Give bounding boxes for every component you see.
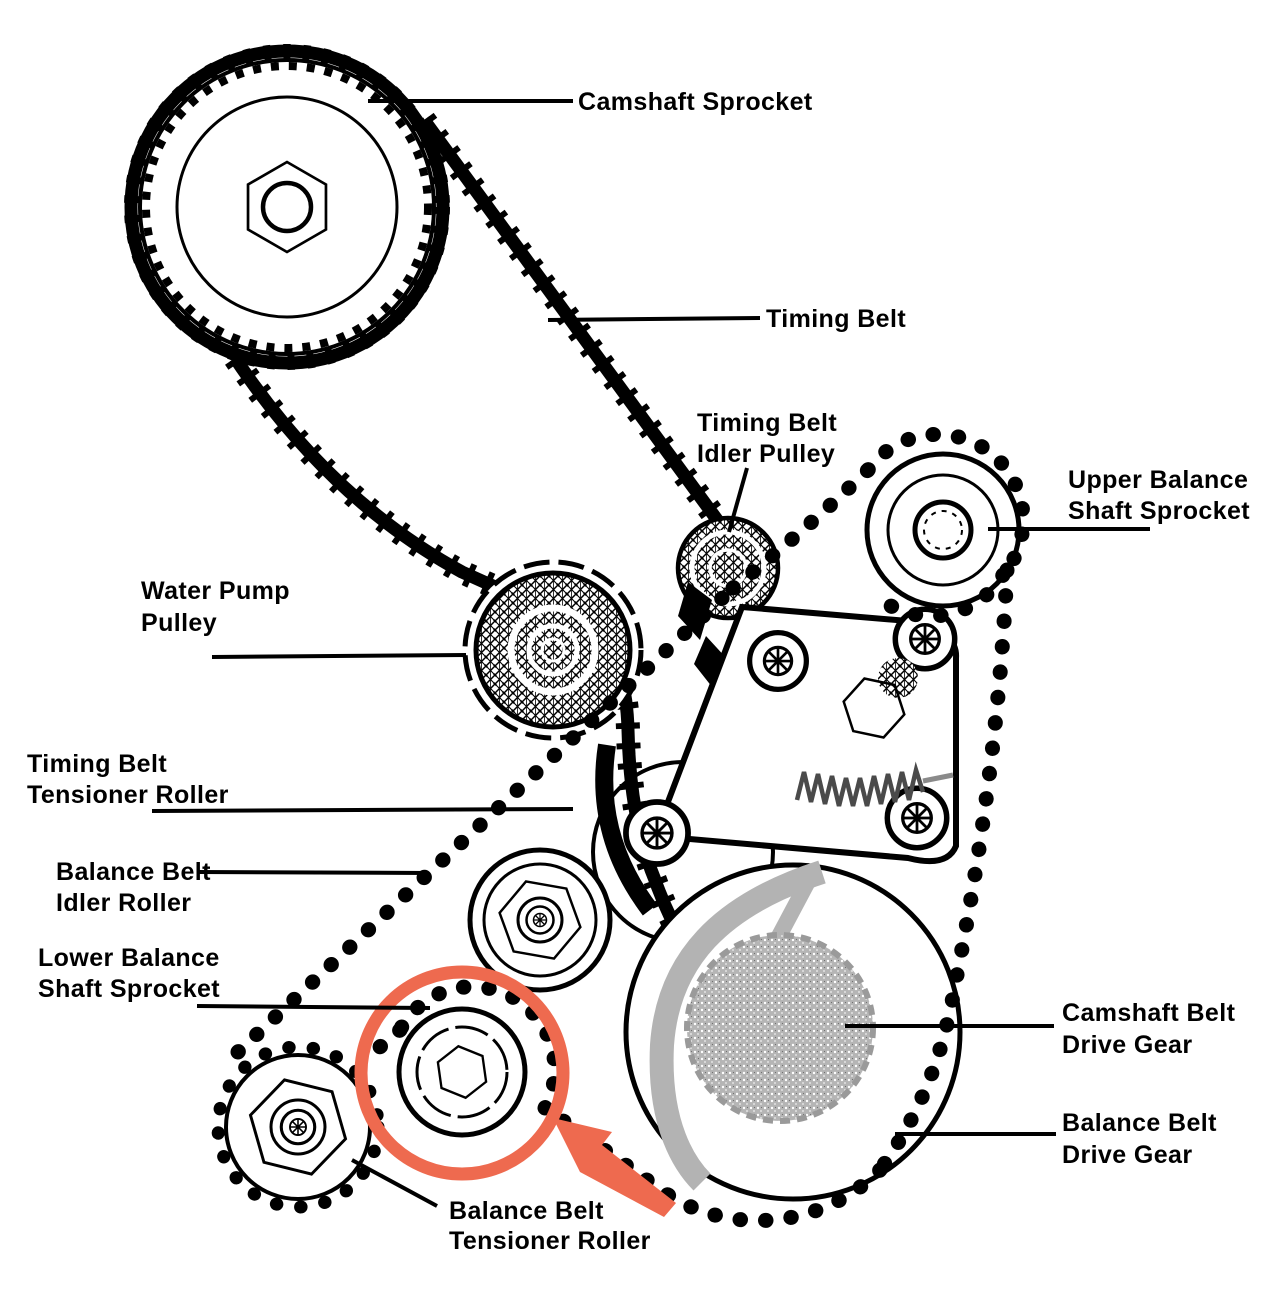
svg-text:Pulley: Pulley bbox=[141, 609, 217, 637]
camshaft-sprocket-teeth bbox=[142, 62, 432, 352]
svg-text:Drive Gear: Drive Gear bbox=[1062, 1141, 1192, 1169]
svg-text:Balance Belt: Balance Belt bbox=[449, 1197, 604, 1225]
svg-text:Shaft Sprocket: Shaft Sprocket bbox=[1068, 497, 1250, 525]
tensioner-bracket bbox=[626, 603, 960, 864]
balance-belt-right-run bbox=[872, 562, 1015, 1178]
highlight-circle bbox=[354, 965, 570, 1181]
tensioner-spring bbox=[794, 761, 926, 807]
svg-text:Shaft Sprocket: Shaft Sprocket bbox=[38, 975, 220, 1003]
gray-belt-wrap bbox=[649, 860, 826, 1191]
leader-timing-belt-idler-pulley bbox=[727, 467, 749, 533]
labels: Camshaft Sprocket Timing Belt Timing Bel… bbox=[27, 88, 1250, 1255]
svg-text:Upper Balance: Upper Balance bbox=[1068, 466, 1248, 494]
label-upper-balance-shaft-sprocket: Upper Balance Shaft Sprocket bbox=[1068, 466, 1250, 525]
svg-text:Balance Belt: Balance Belt bbox=[1062, 1109, 1217, 1137]
leader-timing-belt bbox=[547, 316, 761, 322]
label-timing-belt-idler-pulley: Timing Belt Idler Pulley bbox=[697, 409, 837, 468]
svg-text:Camshaft Belt: Camshaft Belt bbox=[1062, 999, 1236, 1027]
leader-balance-belt-tensioner-roller bbox=[351, 1158, 438, 1208]
leader-balance-belt-idler-roller bbox=[196, 870, 429, 875]
label-camshaft-belt-drive-gear: Camshaft Belt Drive Gear bbox=[1062, 999, 1236, 1059]
label-balance-belt-idler-roller: Balance Belt Idler Roller bbox=[56, 858, 211, 917]
svg-text:Timing Belt: Timing Belt bbox=[27, 750, 167, 778]
label-camshaft-sprocket: Camshaft Sprocket bbox=[578, 88, 813, 116]
svg-text:Lower Balance: Lower Balance bbox=[38, 944, 220, 972]
belt-edge-crescent bbox=[595, 743, 658, 916]
label-balance-belt-drive-gear: Balance Belt Drive Gear bbox=[1062, 1109, 1217, 1169]
balance-belt-crank-wrap bbox=[660, 1162, 888, 1229]
bracket-shade bbox=[878, 658, 918, 698]
lower-balance-shaft-sprocket bbox=[211, 1040, 385, 1214]
balance-belt-upper-run bbox=[725, 462, 876, 596]
gray-belt-spur bbox=[770, 870, 820, 942]
balance-belt-tensioner-wrap bbox=[392, 979, 563, 1116]
svg-text:Balance Belt: Balance Belt bbox=[56, 858, 211, 886]
balance-belt-upper-sprocket-wrap bbox=[860, 426, 1031, 578]
svg-text:Timing Belt: Timing Belt bbox=[697, 409, 837, 437]
belt-shadow-wedge bbox=[678, 582, 712, 640]
balance-belt-idler-roller bbox=[467, 847, 613, 993]
balance-belt-link bbox=[354, 1022, 408, 1070]
svg-text:Idler Roller: Idler Roller bbox=[56, 889, 191, 917]
leader-lines bbox=[151, 99, 1150, 1208]
spring-hook bbox=[922, 772, 954, 784]
timing-belt-right-run bbox=[418, 116, 754, 566]
label-timing-belt: Timing Belt bbox=[766, 305, 906, 333]
label-timing-belt-tensioner-roller: Timing Belt Tensioner Roller bbox=[27, 750, 229, 809]
bracket-pivot-bolt bbox=[626, 802, 688, 864]
label-balance-belt-tensioner-roller: Balance Belt Tensioner Roller bbox=[449, 1197, 651, 1255]
idler-roller-bolt bbox=[525, 905, 555, 935]
lower-sprocket-bolt bbox=[279, 1108, 317, 1146]
water-pump-pulley bbox=[462, 559, 644, 741]
label-water-pump-pulley: Water Pump Pulley bbox=[141, 577, 290, 637]
camshaft-sprocket bbox=[138, 58, 436, 356]
highlight-arrow-icon bbox=[553, 1118, 676, 1217]
svg-text:Tensioner Roller: Tensioner Roller bbox=[27, 781, 229, 809]
svg-text:Idler Pulley: Idler Pulley bbox=[697, 440, 835, 468]
bracket-bolt bbox=[750, 633, 807, 690]
balance-belt-upper-sprocket-wrap-lower bbox=[864, 567, 1011, 624]
timing-belt-ring bbox=[124, 44, 450, 370]
svg-text:Water Pump: Water Pump bbox=[141, 577, 290, 605]
leader-lower-balance-shaft-sprocket bbox=[196, 1004, 431, 1010]
svg-text:Drive Gear: Drive Gear bbox=[1062, 1031, 1192, 1059]
balance-belt-long-run bbox=[230, 580, 741, 1060]
leader-timing-belt-tensioner-roller bbox=[151, 807, 574, 813]
svg-text:Tensioner Roller: Tensioner Roller bbox=[449, 1227, 651, 1255]
leader-water-pump-pulley bbox=[211, 653, 467, 659]
balance-belt-tensioner-roller bbox=[396, 1006, 528, 1138]
camshaft-sprocket-bore bbox=[260, 180, 314, 234]
label-lower-balance-shaft-sprocket: Lower Balance Shaft Sprocket bbox=[38, 944, 220, 1003]
